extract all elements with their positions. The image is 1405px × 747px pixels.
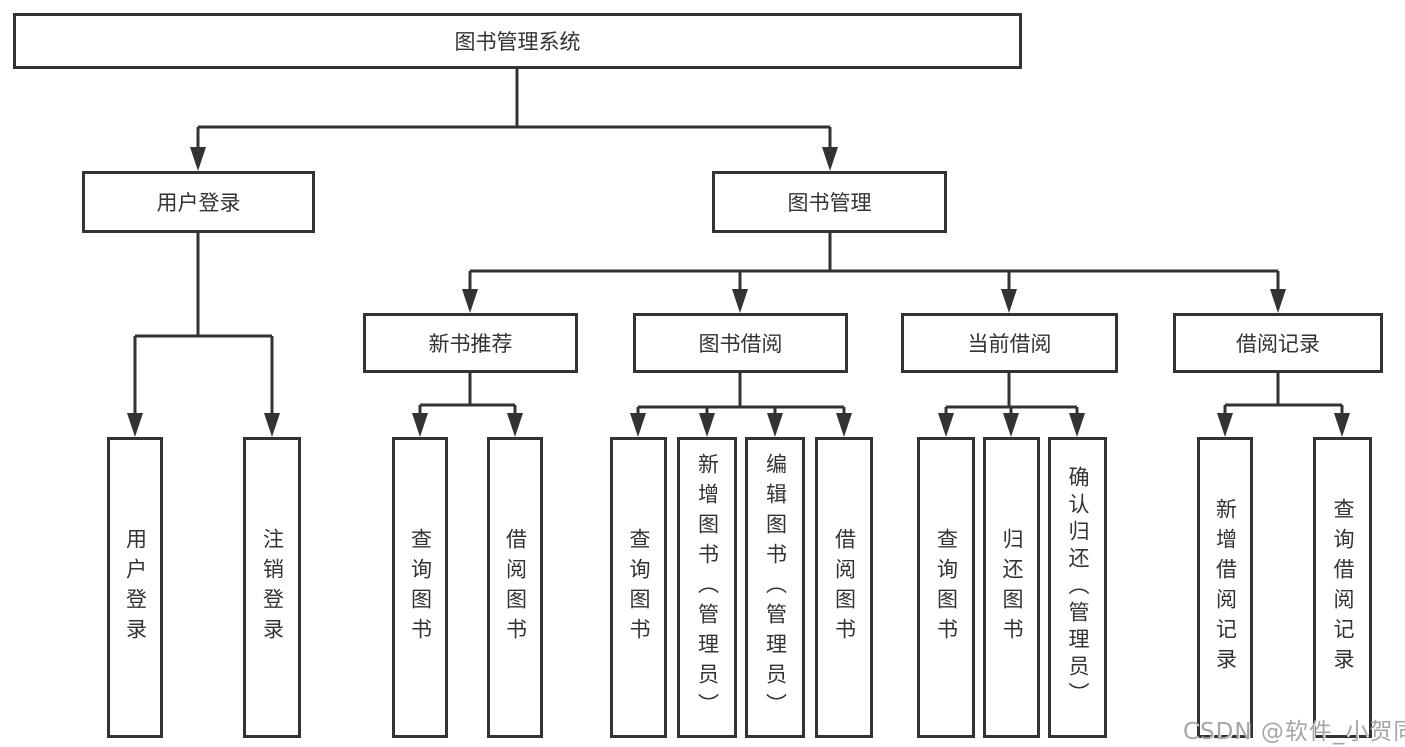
node-current-borrowing: 当前借阅: [901, 313, 1118, 373]
leaf-confirm-return-admin: 确认归还（管理员）: [1048, 437, 1107, 738]
leaf-add-book-admin: 新增图书（管理员）: [677, 437, 737, 738]
node-book-borrowing: 图书借阅: [633, 313, 848, 373]
leaf-edit-book-admin: 编辑图书（管理员）: [745, 437, 805, 738]
node-book-management: 图书管理: [712, 171, 947, 233]
node-new-book-recommendation: 新书推荐: [363, 313, 578, 373]
leaf-query-borrow-record: 查询借阅记录: [1313, 437, 1372, 738]
node-borrowing-records: 借阅记录: [1173, 313, 1383, 373]
leaf-query-books-borrow: 查询图书: [610, 437, 667, 738]
leaf-borrow-books-recommend: 借阅图书: [487, 437, 543, 738]
leaf-borrow-books: 借阅图书: [815, 437, 873, 738]
node-user-login: 用户登录: [82, 171, 315, 233]
csdn-watermark: CSDN @软件_小贺同学: [1183, 719, 1405, 745]
leaf-query-books-recommend: 查询图书: [392, 437, 448, 738]
leaf-logout-login: 注销登录: [243, 437, 301, 738]
leaf-query-books-current: 查询图书: [917, 437, 975, 738]
node-library-management-system: 图书管理系统: [13, 13, 1022, 69]
leaf-user-login: 用户登录: [107, 437, 163, 738]
leaf-return-book: 归还图书: [983, 437, 1040, 738]
arrowheads: [127, 147, 1350, 437]
leaf-add-borrow-record: 新增借阅记录: [1197, 437, 1253, 738]
